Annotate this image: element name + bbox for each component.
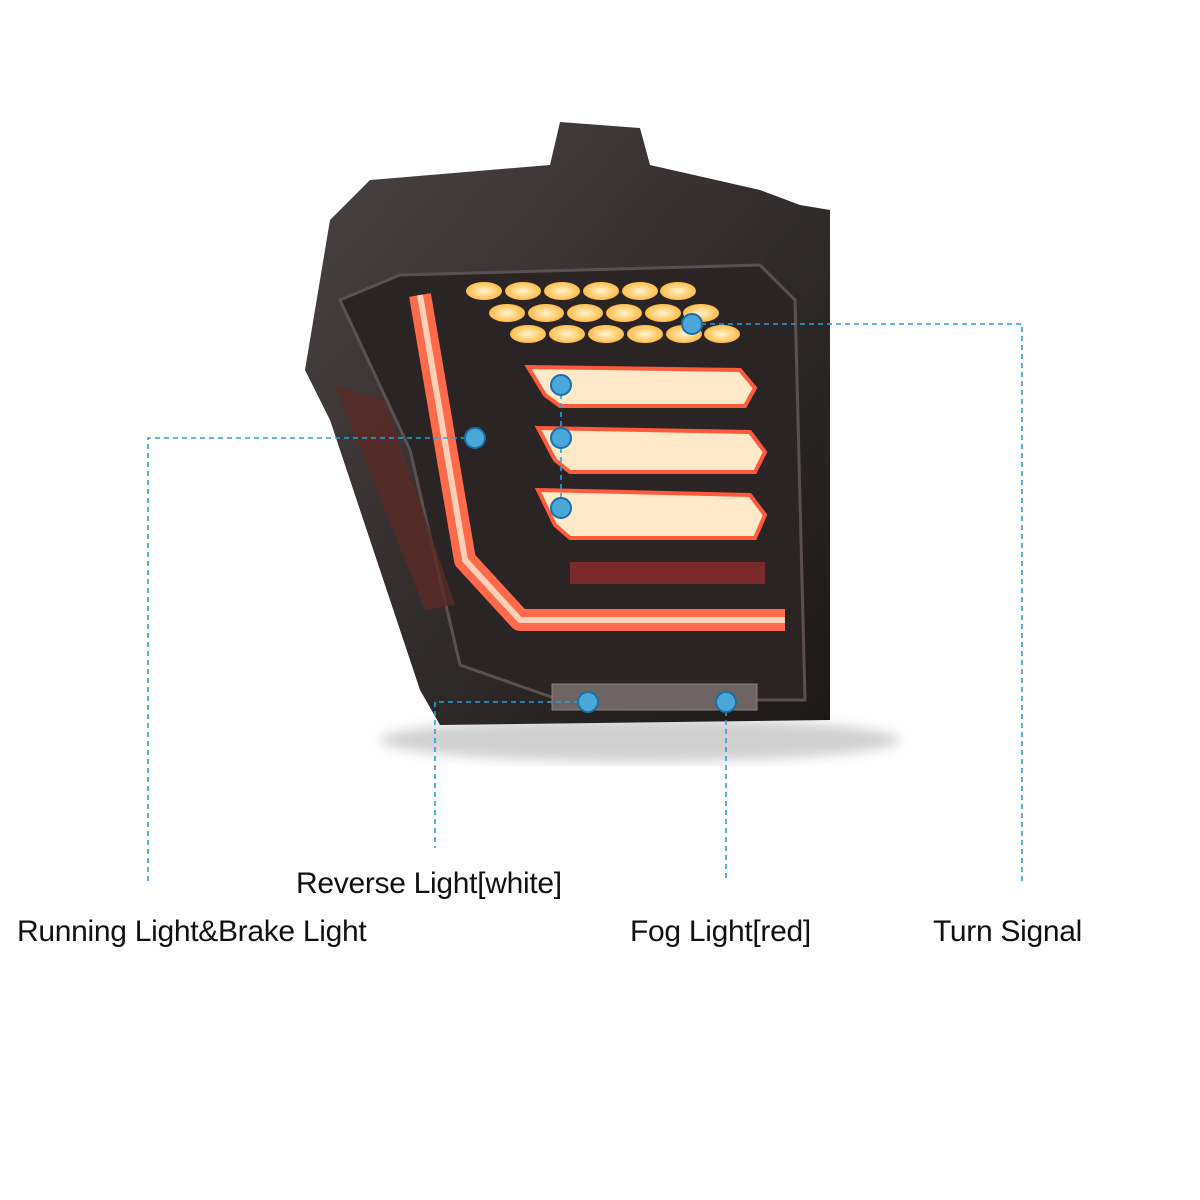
fog-reflector xyxy=(570,562,765,584)
running-light-dot xyxy=(464,427,486,449)
brake-light-chevrons xyxy=(524,364,768,540)
callout-dots xyxy=(464,313,737,713)
brake-dot-1 xyxy=(550,374,572,396)
callout-lines xyxy=(147,323,1023,885)
running-brake-light-label: Running Light&Brake Light xyxy=(17,915,367,948)
brake-dot-3 xyxy=(550,497,572,519)
fog-light-dot xyxy=(715,691,737,713)
turn-signal-dot xyxy=(681,313,703,335)
shadow xyxy=(380,718,900,762)
turn-signal-label: Turn Signal xyxy=(933,915,1082,948)
reverse-light-callout-line xyxy=(434,701,588,848)
brake-dot-2 xyxy=(550,427,572,449)
reverse-light-label: Reverse Light[white] xyxy=(296,867,562,900)
turn-signal-leds xyxy=(466,282,740,343)
reverse-light-dot xyxy=(577,691,599,713)
side-reflector xyxy=(335,385,455,610)
running-light-callout-line xyxy=(147,437,475,882)
fog-light-label: Fog Light[red] xyxy=(630,915,811,948)
turn-signal-callout-line xyxy=(692,323,1023,885)
